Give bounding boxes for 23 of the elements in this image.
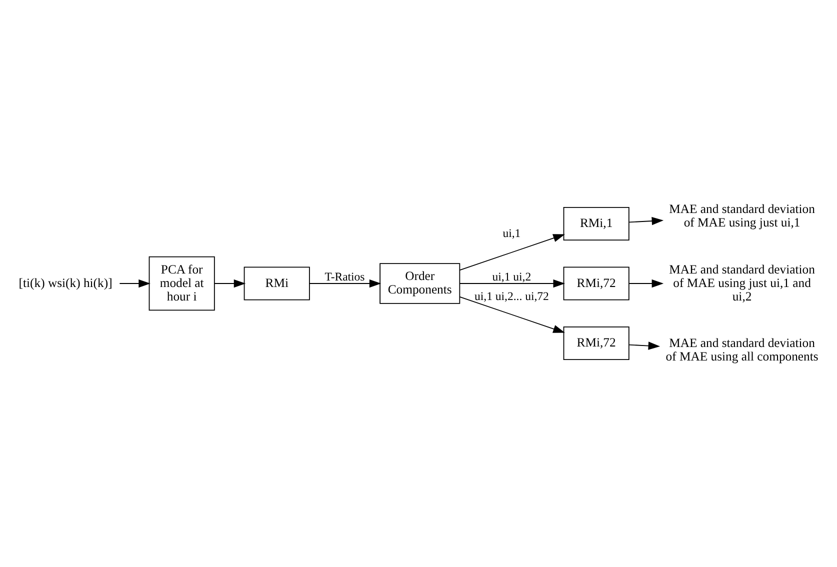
edge-label: T-Ratios <box>324 270 365 284</box>
arrow <box>628 279 664 288</box>
arrow <box>460 279 566 288</box>
arrow <box>214 279 246 288</box>
arrow <box>628 216 664 226</box>
node-text: MAE and standard deviation of MAE using all components <box>666 336 818 364</box>
node-box: RMi <box>244 266 310 300</box>
node-text: MAE and standard deviation of MAE using just ui,1 <box>669 202 815 230</box>
arrow <box>119 279 150 288</box>
node-box: RMi,1 <box>563 207 630 241</box>
node-box: PCA for model at hour i <box>148 256 215 311</box>
edge-label: ui,1 <box>502 226 521 240</box>
node-text: [ti(k) wsi(k) hi(k)] <box>18 276 112 290</box>
arrow <box>460 234 565 271</box>
edge-label: ui,1 ui,2... ui,72 <box>474 290 549 304</box>
arrow <box>460 296 565 333</box>
arrow <box>309 279 382 288</box>
node-box: RMi,72 <box>563 326 630 360</box>
node-box: RMi,72 <box>563 266 630 300</box>
node-text: MAE and standard deviation of MAE using just ui,1 and ui,2 <box>669 262 815 304</box>
node-box: Order Components <box>380 263 460 304</box>
edge-label: ui,1 ui,2 <box>492 270 532 284</box>
arrow <box>628 342 660 350</box>
